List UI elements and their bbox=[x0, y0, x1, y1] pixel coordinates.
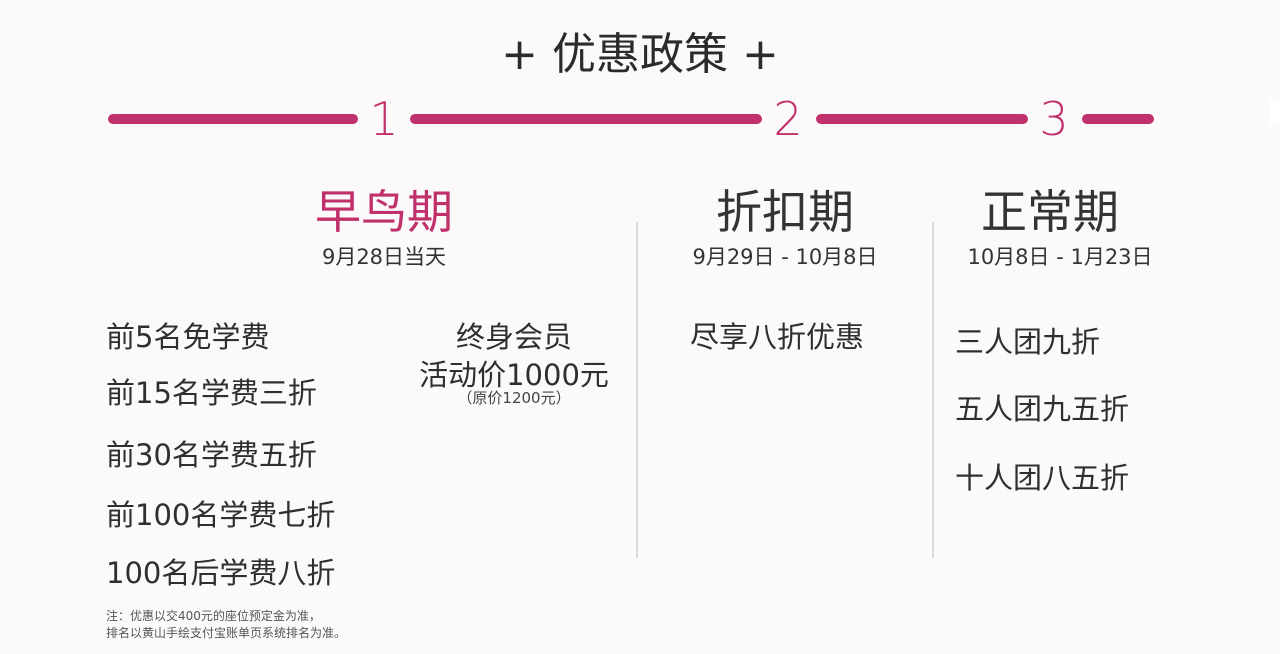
list-item: 100名后学费八折 bbox=[106, 556, 336, 590]
membership-original-price: （原价1200元） bbox=[457, 389, 571, 407]
period-name-discount: 折扣期 bbox=[716, 185, 854, 239]
timeline-segment-4 bbox=[1082, 114, 1154, 124]
timeline-step-3: 3 bbox=[1039, 92, 1069, 146]
period-name-normal: 正常期 bbox=[981, 185, 1119, 239]
page-title: + 优惠政策 + bbox=[501, 29, 779, 80]
membership-price: 活动价1000元 bbox=[419, 358, 609, 392]
list-item: 五人团九五折 bbox=[955, 392, 1130, 426]
column-divider-2 bbox=[932, 222, 934, 558]
membership-title: 终身会员 bbox=[455, 320, 572, 354]
list-item: 前30名学费五折 bbox=[106, 438, 317, 472]
timeline-segment-3 bbox=[816, 114, 1028, 124]
period-date-normal: 10月8日 - 1月23日 bbox=[967, 245, 1153, 269]
list-item: 前5名免学费 bbox=[106, 320, 270, 354]
timeline-step-1: 1 bbox=[369, 92, 399, 146]
period-date-early-bird: 9月28日当天 bbox=[321, 245, 447, 269]
column-divider-1 bbox=[636, 222, 638, 558]
period-date-discount: 9月29日 - 10月8日 bbox=[692, 245, 878, 269]
list-item: 前15名学费三折 bbox=[106, 376, 317, 410]
list-item: 前100名学费七折 bbox=[106, 498, 336, 532]
timeline-step-2: 2 bbox=[773, 92, 803, 146]
period-name-early-bird: 早鸟期 bbox=[315, 185, 453, 239]
timeline-segment-2 bbox=[410, 114, 762, 124]
list-item: 尽享八折优惠 bbox=[690, 320, 865, 354]
footnote-line-1: 注：优惠以交400元的座位预定金为准， bbox=[106, 609, 321, 623]
footnote-line-2: 排名以黄山手绘支付宝账单页系统排名为准。 bbox=[106, 626, 347, 640]
edge-mark bbox=[1270, 100, 1280, 124]
list-item: 三人团九折 bbox=[955, 325, 1101, 359]
timeline-segment-1 bbox=[108, 114, 358, 124]
list-item: 十人团八五折 bbox=[955, 461, 1130, 495]
